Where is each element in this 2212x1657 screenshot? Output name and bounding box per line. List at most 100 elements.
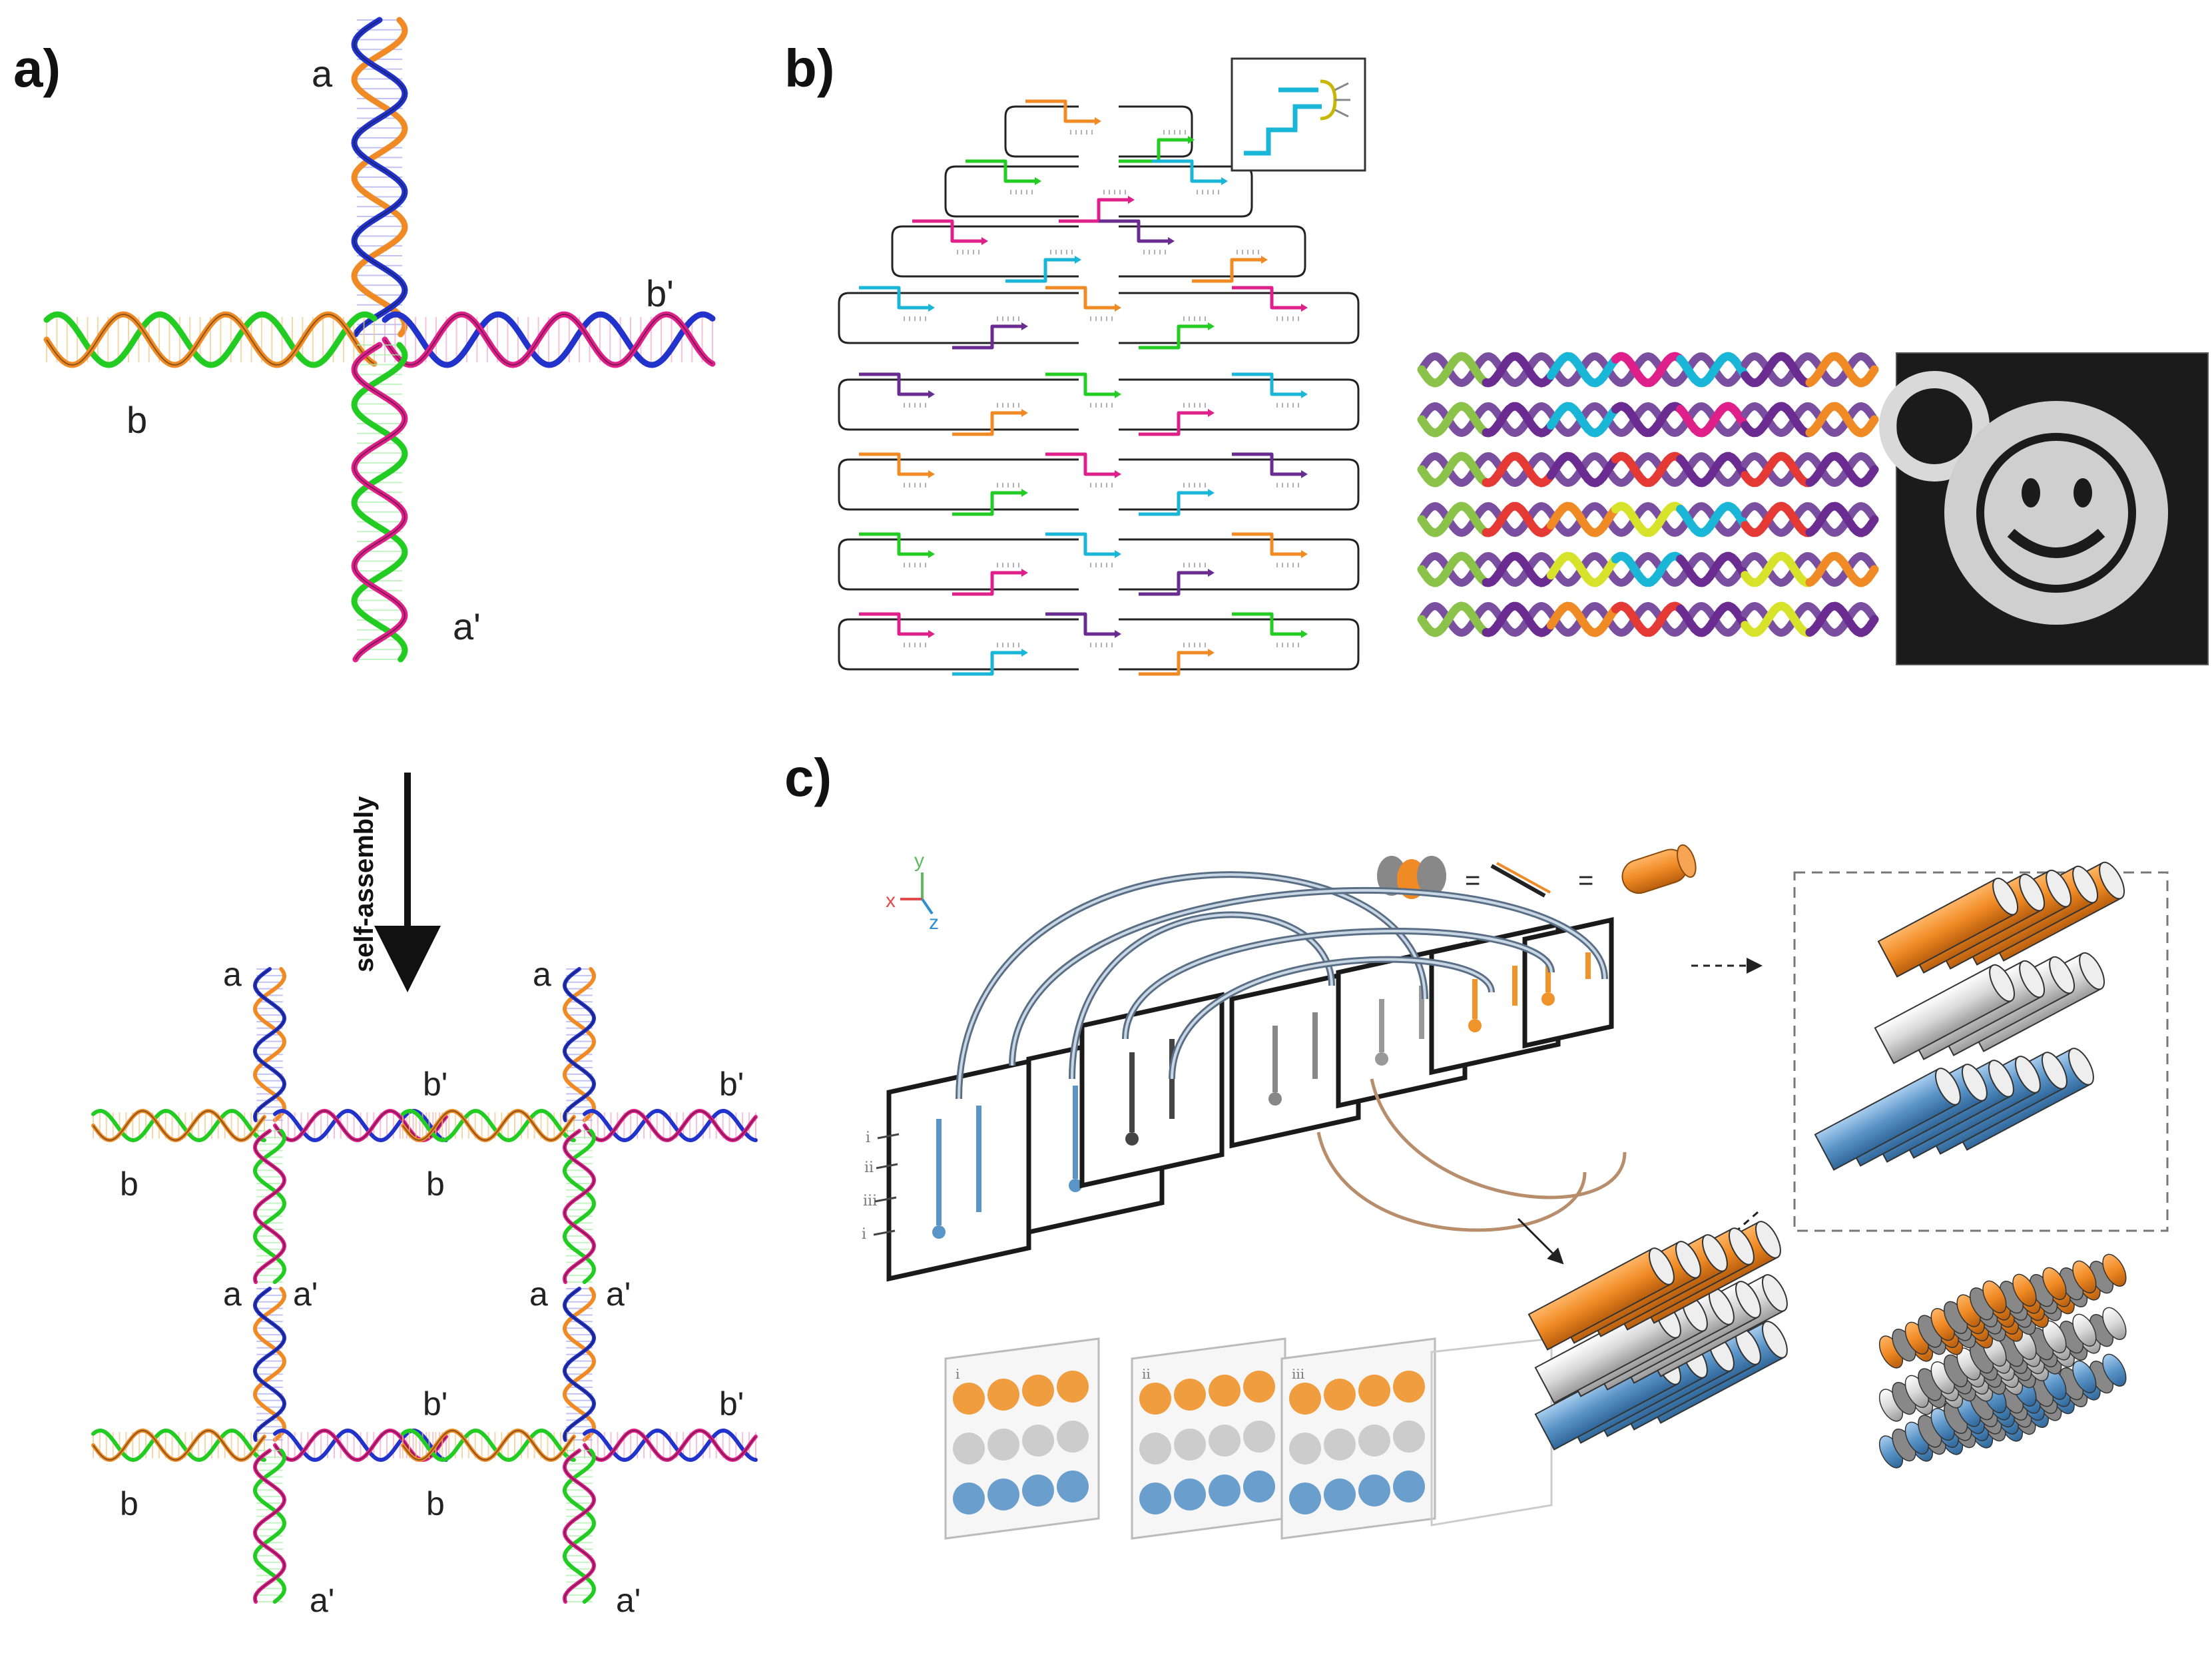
staple-strand	[952, 571, 1025, 596]
nucleotide-bead	[2072, 1313, 2097, 1347]
staple-arrowhead	[1021, 409, 1028, 417]
arm-right	[382, 311, 716, 368]
staple-strand	[912, 219, 985, 243]
staple-arrowhead	[1301, 470, 1308, 478]
nucleotide-bead	[2042, 1267, 2067, 1301]
helix-cross-section	[987, 1379, 1019, 1411]
staple-helix-segment	[1805, 352, 1879, 388]
staple-helix-segment	[1805, 452, 1879, 488]
staple-helix-segment	[1805, 601, 1879, 637]
helix-cross-section	[1358, 1425, 1390, 1457]
helix-cross-section	[1289, 1433, 1321, 1465]
cylinder-end	[2072, 865, 2099, 904]
arm-left	[43, 311, 378, 368]
slice-plane	[1430, 1337, 1553, 1526]
staple-strand	[1005, 258, 1079, 283]
panel-b: b)	[784, 39, 2209, 676]
strand	[351, 17, 408, 338]
cylinder-end	[2019, 960, 2046, 998]
staple-helix-segment	[1417, 551, 1491, 587]
scaffold-loop	[944, 165, 1079, 218]
cylinder-end	[1701, 1234, 1728, 1272]
strand	[562, 967, 597, 1122]
scaffold-loop	[1119, 292, 1360, 344]
helix-cross-section	[1209, 1475, 1241, 1506]
grid-label-b-prime: b'	[423, 1385, 447, 1423]
cylinder-end	[1728, 1227, 1755, 1265]
strand	[43, 311, 378, 368]
cylinder-end	[2046, 869, 2072, 908]
arm-bottom	[252, 1129, 287, 1284]
numeral-tick	[874, 1196, 897, 1203]
arm-top	[562, 967, 597, 1122]
helix-cross-section	[1209, 1425, 1241, 1457]
grid-label-b: b	[426, 1165, 445, 1203]
strand-outline	[563, 968, 595, 1121]
strand-outline	[93, 1110, 265, 1142]
helix-cross-section	[1289, 1483, 1321, 1514]
staple-arrowhead	[1301, 390, 1308, 398]
strand	[252, 1129, 287, 1284]
helix-cross-section	[1174, 1379, 1206, 1411]
staple-strand	[1045, 452, 1119, 476]
staple-arrowhead	[1301, 550, 1308, 558]
staple-arrowhead	[1115, 470, 1121, 478]
helix-cylinder	[1527, 1247, 1675, 1351]
backbone-strand	[1611, 452, 1685, 487]
staple-helix-segment	[1741, 601, 1814, 637]
cylinder-end	[1648, 1247, 1675, 1285]
helix-cylinder	[1877, 877, 2019, 978]
cylinder-end	[2068, 1048, 2094, 1086]
strand-outline	[254, 1288, 286, 1441]
staple-strand	[1119, 138, 1192, 163]
cylinder-end	[2014, 1056, 2041, 1094]
grid-label-a: a	[533, 956, 551, 993]
panel-a: a) a b' b a' self-assembly a a b' b' b b…	[13, 17, 758, 1619]
helix-cross-section	[953, 1483, 985, 1514]
backbone-strand	[1482, 551, 1555, 587]
strand	[91, 1108, 266, 1143]
staple-helix-segment	[1805, 402, 1879, 438]
staple-arrowhead	[928, 304, 935, 312]
strand-outline	[563, 1288, 595, 1441]
staple-arrowhead	[1208, 409, 1215, 417]
self-assembly-label: self-assembly	[350, 796, 379, 972]
cylinder-end	[1992, 877, 2019, 916]
grid-label-b-prime: b'	[423, 1066, 447, 1103]
helix-cross-section	[1057, 1471, 1089, 1502]
helix-atomic	[1878, 1333, 2007, 1422]
strand-outline	[254, 1130, 286, 1283]
helix-cross-section	[1324, 1479, 1356, 1510]
staple-helix-segment	[1482, 352, 1555, 388]
slice-numeral: iii	[1292, 1366, 1304, 1382]
staple-strand	[859, 452, 932, 476]
strand-outline	[584, 1110, 756, 1142]
staple-helix-segment	[1482, 501, 1555, 537]
scaffold-loop	[1119, 165, 1253, 218]
strand-outline	[563, 1450, 595, 1602]
staple-helix-segment	[1417, 501, 1491, 537]
arm-right	[273, 1108, 448, 1143]
staple-strand	[1025, 99, 1099, 123]
helix-cross-section	[1289, 1383, 1321, 1415]
nucleotide-bead	[2072, 1360, 2097, 1394]
atomic-model-render	[1878, 1253, 2127, 1469]
helix-cross-section	[1022, 1475, 1054, 1506]
staple-helix-segment	[1676, 501, 1750, 537]
staple-helix-segment	[1417, 452, 1491, 488]
staple-arrowhead	[1115, 630, 1121, 638]
staple-helix-segment	[1676, 452, 1750, 488]
arm-left	[401, 1108, 576, 1143]
staple-helix-segment	[1546, 551, 1620, 587]
strand	[252, 1287, 287, 1442]
lattice-labels: a a b' b' b b a a' a a' b' b' b b a' a'	[120, 956, 744, 1619]
helix-end	[1268, 1092, 1282, 1106]
legend-equals: =	[1465, 866, 1480, 895]
backbone-strand	[1611, 551, 1685, 587]
layer-numeral: ii	[864, 1160, 874, 1176]
scaffold-loop	[1004, 105, 1079, 158]
grid-label-a: a	[529, 1275, 548, 1313]
exploded-bundle-render	[1814, 861, 2125, 1171]
